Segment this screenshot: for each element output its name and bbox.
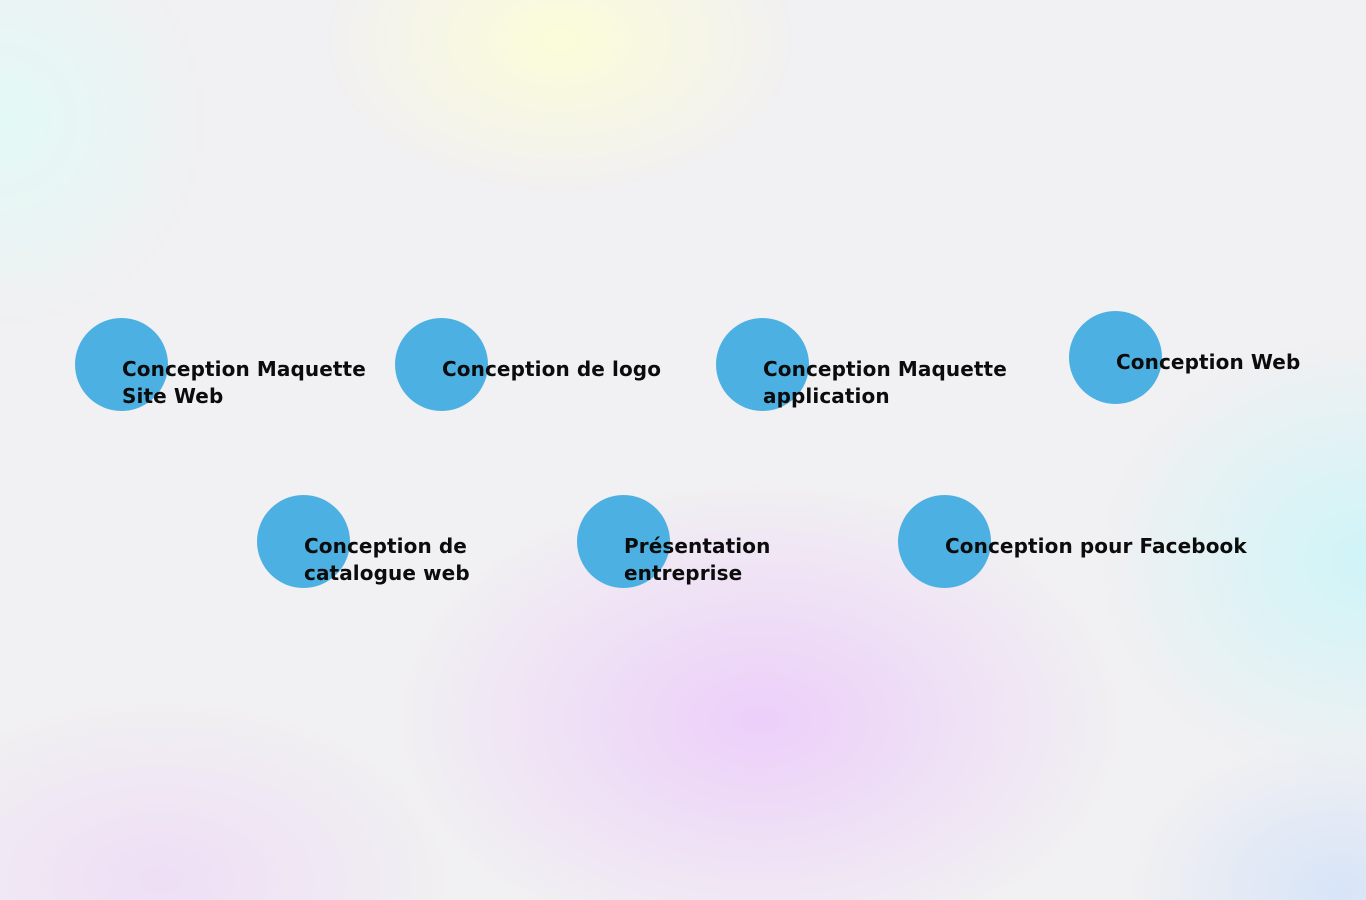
circle-icon — [75, 318, 168, 411]
circle-icon — [716, 318, 809, 411]
circle-icon — [577, 495, 670, 588]
circle-icon — [395, 318, 488, 411]
circle-icon — [257, 495, 350, 588]
circle-icon — [1069, 311, 1162, 404]
circle-icon — [898, 495, 991, 588]
service-label: Conception Web — [1116, 350, 1301, 374]
service-label: Conception de logo — [442, 357, 662, 381]
service-label: Conception pour Facebook — [945, 534, 1247, 558]
